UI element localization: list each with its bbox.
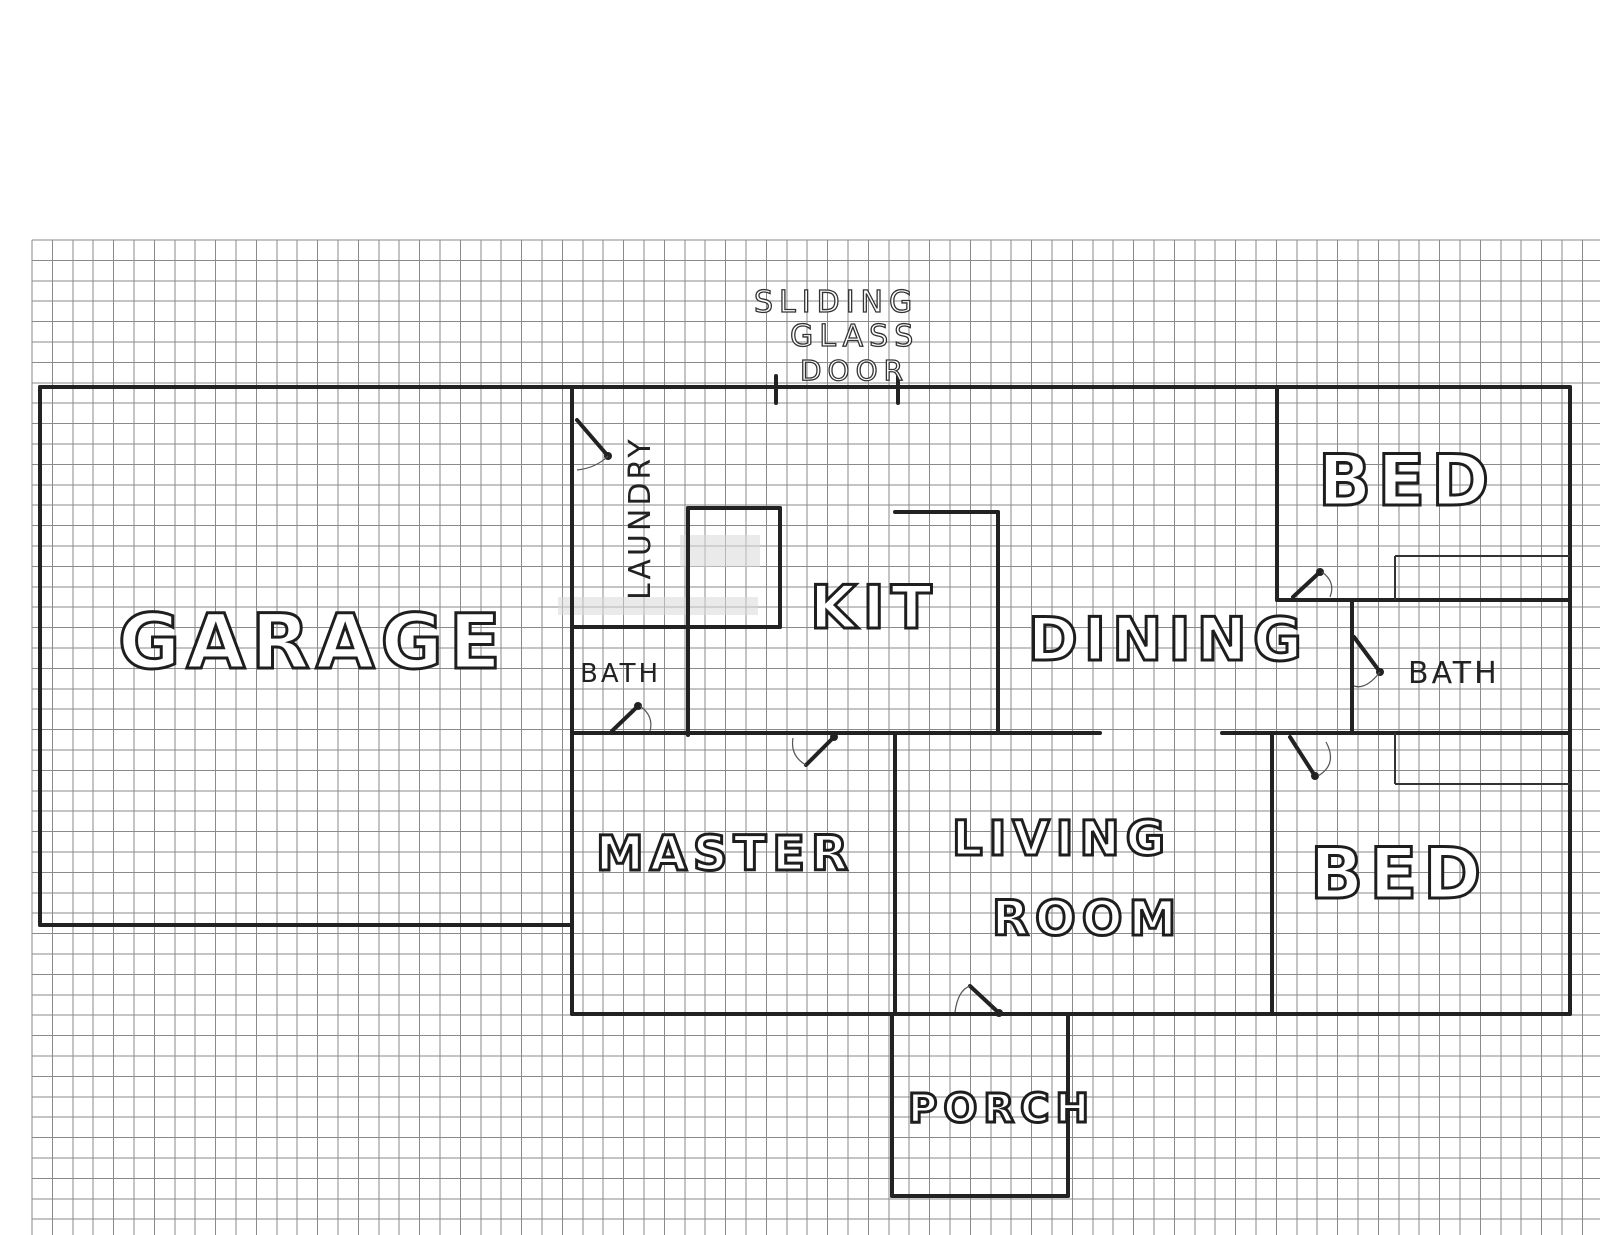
bottom-bed-label: BED: [1310, 833, 1487, 915]
exterior-walls: [38, 385, 1572, 1016]
living-label-line1: LIVING: [952, 811, 1171, 867]
kitchen-counter-shading: [680, 535, 760, 567]
sliding-door-label-line1: SLIDING: [754, 285, 918, 320]
master-door-icon: [791, 733, 838, 767]
laundry-shelf-shading: [558, 597, 758, 615]
porch-label: PORCH: [908, 1086, 1095, 1132]
interior-walls: [570, 385, 1572, 1198]
sliding-door-label-line2: GLASS: [790, 319, 919, 354]
laundry-label: LAUNDRY: [623, 436, 658, 600]
front-door-icon: [954, 984, 1003, 1017]
kitchen-label: KIT: [810, 573, 938, 643]
left-bath-door-icon: [610, 702, 652, 733]
dining-label: DINING: [1028, 605, 1308, 675]
sliding-glass-door-marks: [774, 374, 900, 405]
top-bed-door-icon: [1291, 568, 1333, 599]
garage-label: GARAGE: [118, 597, 507, 686]
laundry-door-icon: [575, 418, 612, 471]
living-label-line2: ROOM: [992, 891, 1182, 947]
sliding-door-label-line3: DOOR: [800, 354, 909, 387]
graph-paper-grid: [31, 239, 1600, 1235]
right-bath-label: BATH: [1408, 656, 1500, 691]
bottom-bed-door-icon: [1288, 735, 1332, 780]
top-bed-label: BED: [1318, 440, 1495, 522]
right-bath-door-icon: [1352, 635, 1384, 688]
left-bath-label: BATH: [580, 659, 661, 689]
master-label: MASTER: [596, 826, 854, 882]
